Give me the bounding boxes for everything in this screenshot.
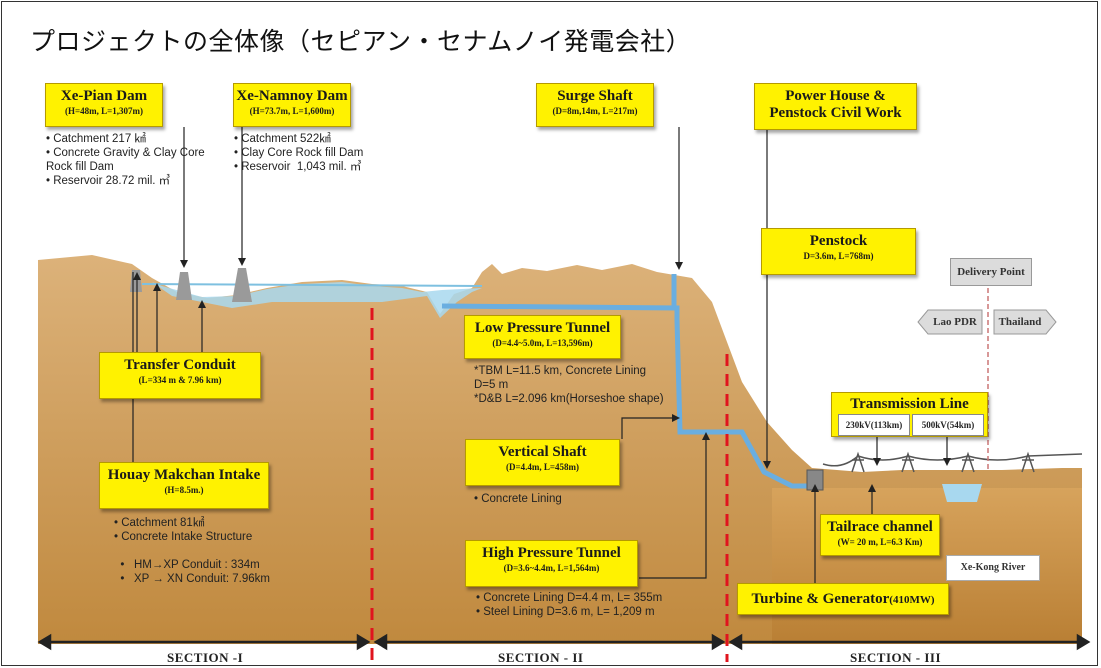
high-pressure-tunnel-box: High Pressure Tunnel (D=3.6~4.4m, L=1,56… bbox=[465, 540, 638, 587]
tunnel-line bbox=[441, 303, 817, 489]
high-pressure-tunnel-spec: (D=3.6~4.4m, L=1,564m) bbox=[503, 563, 600, 573]
low-pressure-tunnel-title: Low Pressure Tunnel bbox=[474, 320, 611, 336]
tailrace-channel-title: Tailrace channel bbox=[827, 519, 933, 535]
vertical-shaft-notes: • Concrete Lining bbox=[474, 493, 562, 505]
xe-namnoy-dam-notes: • Catchment 522㎢ • Clay Core Rock fill D… bbox=[234, 133, 364, 173]
xe-namnoy-dam-box: Xe-Namnoy Dam (H=73.7m, L=1,600m) bbox=[233, 83, 351, 127]
penstock-spec: D=3.6m, L=768m) bbox=[803, 251, 874, 261]
reservoir bbox=[152, 282, 482, 318]
low-pressure-tunnel-box: Low Pressure Tunnel (D=4.4~5.0m, L=13,59… bbox=[464, 315, 621, 359]
turbine-generator-capacity: (410MW) bbox=[889, 594, 935, 606]
houay-makchan-notes: • Catchment 81㎢ • Concrete Intake Struct… bbox=[114, 517, 270, 585]
xe-pian-dam-title: Xe-Pian Dam bbox=[60, 88, 148, 104]
surge-shaft-box: Surge Shaft (D=8m,14m, L=217m) bbox=[536, 83, 654, 127]
tailrace-channel-spec: (W= 20 m, L=6.3 Km) bbox=[837, 537, 923, 547]
delivery-point-label: Delivery Point bbox=[950, 258, 1032, 286]
power-house-title: Power House & bbox=[785, 88, 886, 104]
surge-shaft-spec: (D=8m,14m, L=217m) bbox=[552, 106, 638, 116]
reservoir-surface bbox=[141, 283, 483, 287]
lao-pdr-label: Lao PDR bbox=[933, 316, 977, 328]
vertical-shaft-spec: (D=4.4m, L=458m) bbox=[506, 462, 579, 472]
kv500-label: 500kV(54km) bbox=[912, 414, 984, 436]
xe-kong-river-label: Xe-Kong River bbox=[946, 555, 1040, 581]
turbine-generator-box: Turbine & Generator(410MW) bbox=[737, 583, 949, 615]
section-1-label: SECTION -I bbox=[167, 650, 244, 665]
transfer-conduit-box: Transfer Conduit (L=334 m & 7.96 km) bbox=[99, 352, 261, 399]
vertical-shaft-title: Vertical Shaft bbox=[498, 444, 587, 460]
lao-pdr-arrow bbox=[917, 309, 983, 335]
page-title: プロジェクトの全体像（セピアン・セナムノイ発電会社） bbox=[30, 27, 692, 56]
section-span-arrows bbox=[37, 633, 1091, 651]
power-house-title-line2: Penstock Civil Work bbox=[769, 105, 902, 121]
transmission-towers bbox=[822, 451, 1083, 473]
tailrace-channel-box: Tailrace channel (W= 20 m, L=6.3 Km) bbox=[820, 514, 940, 556]
xe-namnoy-dam-structure bbox=[232, 268, 252, 302]
xe-namnoy-dam-spec: (H=73.7m, L=1,600m) bbox=[249, 106, 335, 116]
penstock-title: Penstock bbox=[809, 233, 868, 249]
thailand-arrow bbox=[993, 309, 1057, 335]
high-pressure-tunnel-notes: • Concrete Lining D=4.4 m, L= 355m • Ste… bbox=[476, 592, 663, 618]
high-pressure-tunnel-title: High Pressure Tunnel bbox=[482, 545, 621, 561]
xe-namnoy-dam-title: Xe-Namnoy Dam bbox=[236, 88, 348, 104]
kv230-label: 230kV(113km) bbox=[838, 414, 910, 436]
transfer-conduit-spec: (L=334 m & 7.96 km) bbox=[138, 375, 222, 385]
xe-pian-dam-box: Xe-Pian Dam (H=48m, L=1,307m) bbox=[45, 83, 163, 127]
tailrace-water bbox=[942, 484, 982, 502]
power-house-box: Power House & Penstock Civil Work bbox=[754, 83, 917, 130]
houay-makchan-intake-title: Houay Makchan Intake bbox=[107, 467, 261, 483]
arrowheads bbox=[133, 258, 951, 492]
leader-lines bbox=[132, 127, 948, 587]
xe-pian-dam-notes: • Catchment 217 ㎢ • Concrete Gravity & C… bbox=[46, 133, 205, 187]
low-pressure-tunnel-notes: *TBM L=11.5 km, Concrete Lining D=5 m *D… bbox=[474, 365, 664, 405]
section-3-label: SECTION - III bbox=[850, 650, 942, 665]
turbine-generator-title: Turbine & Generator bbox=[751, 591, 890, 607]
xe-pian-dam-structure bbox=[176, 272, 192, 300]
intake-structure bbox=[130, 270, 142, 292]
houay-makchan-intake-spec: (H=8.5m.) bbox=[164, 485, 204, 495]
transmission-line-title: Transmission Line bbox=[850, 396, 969, 412]
houay-makchan-intake-box: Houay Makchan Intake (H=8.5m.) bbox=[99, 462, 269, 509]
vertical-shaft-box: Vertical Shaft (D=4.4m, L=458m) bbox=[465, 439, 620, 486]
thailand-label: Thailand bbox=[998, 316, 1042, 328]
xe-pian-dam-spec: (H=48m, L=1,307m) bbox=[65, 106, 143, 116]
transfer-conduit-title: Transfer Conduit bbox=[124, 357, 236, 373]
penstock-box: Penstock D=3.6m, L=768m) bbox=[761, 228, 916, 275]
section-2-label: SECTION - II bbox=[498, 650, 584, 665]
low-pressure-tunnel-spec: (D=4.4~5.0m, L=13,596m) bbox=[492, 338, 593, 348]
surge-shaft-title: Surge Shaft bbox=[557, 88, 633, 104]
